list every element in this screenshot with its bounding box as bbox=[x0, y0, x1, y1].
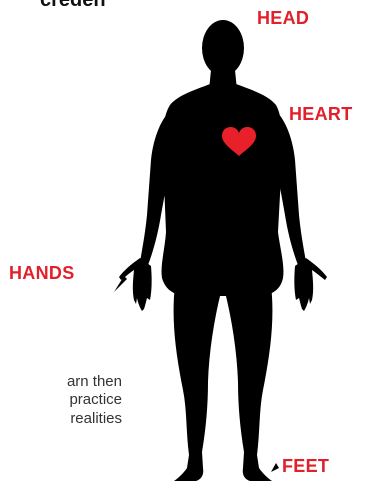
human-silhouette bbox=[119, 20, 327, 481]
body-text-line-1: arn then bbox=[0, 373, 122, 391]
label-head: HEAD bbox=[257, 8, 309, 29]
body-text-line-2: practice bbox=[0, 391, 122, 409]
feet-pointer-icon bbox=[271, 463, 279, 472]
label-feet: FEET bbox=[282, 456, 329, 477]
body-text-line-3: realities bbox=[0, 410, 122, 428]
label-heart: HEART bbox=[289, 104, 353, 125]
label-hands: HANDS bbox=[9, 263, 75, 284]
